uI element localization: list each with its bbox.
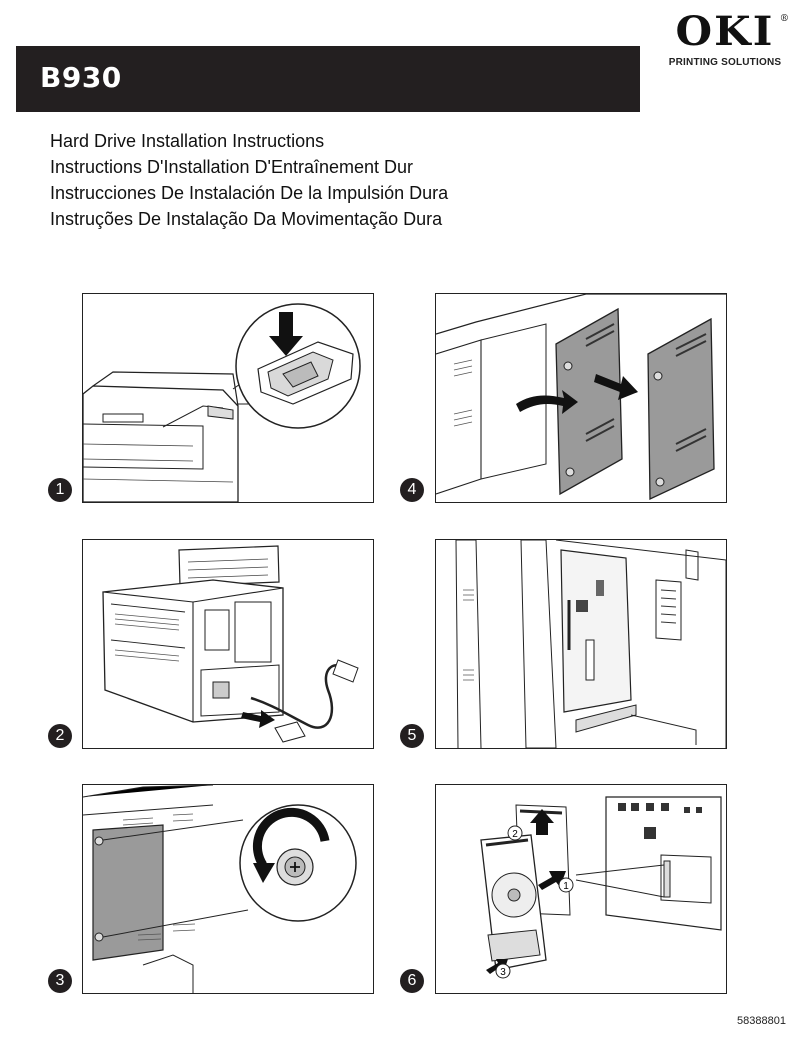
step-4-panel xyxy=(435,293,727,503)
step-3-illustration xyxy=(83,785,357,993)
brand-tagline: PRINTING SOLUTIONS xyxy=(668,57,782,68)
step-5-badge: 5 xyxy=(400,724,424,748)
callout-1: 1 xyxy=(563,881,569,892)
title-portuguese: Instruções De Instalação Da Movimentação… xyxy=(50,209,443,229)
step-6-illustration: 2 1 3 xyxy=(480,796,722,979)
step-3-badge: 3 xyxy=(48,969,72,993)
step-2-panel xyxy=(82,539,374,749)
title-english: Hard Drive Installation Instructions xyxy=(50,131,325,151)
step-1-panel xyxy=(82,293,374,503)
oki-logo: OKI® xyxy=(660,8,790,68)
step-6-panel: 2 1 3 xyxy=(435,784,727,994)
step-2-illustration xyxy=(102,545,359,743)
header-bar xyxy=(16,46,640,112)
step-1-badge: 1 xyxy=(48,478,72,502)
callout-3: 3 xyxy=(500,967,506,978)
step-4-illustration xyxy=(436,294,726,501)
title-spanish: Instrucciones De Instalación De la Impul… xyxy=(50,183,449,203)
step-5-panel xyxy=(435,539,727,749)
step-2-badge: 2 xyxy=(48,724,72,748)
step-4-badge: 4 xyxy=(400,478,424,502)
step-1-illustration xyxy=(83,303,361,502)
callout-2: 2 xyxy=(512,829,518,840)
step-5-illustration xyxy=(455,540,726,748)
title-french: Instructions D'Installation D'Entraîneme… xyxy=(50,157,414,177)
step-6-badge: 6 xyxy=(400,969,424,993)
document-number: 58388801 xyxy=(737,1015,786,1027)
oki-logo-text: OKI® xyxy=(675,8,792,55)
step-3-panel xyxy=(82,784,374,994)
title-block: Hard Drive Installation Instructions Ins… xyxy=(50,128,448,232)
model-name: B930 xyxy=(40,61,122,94)
